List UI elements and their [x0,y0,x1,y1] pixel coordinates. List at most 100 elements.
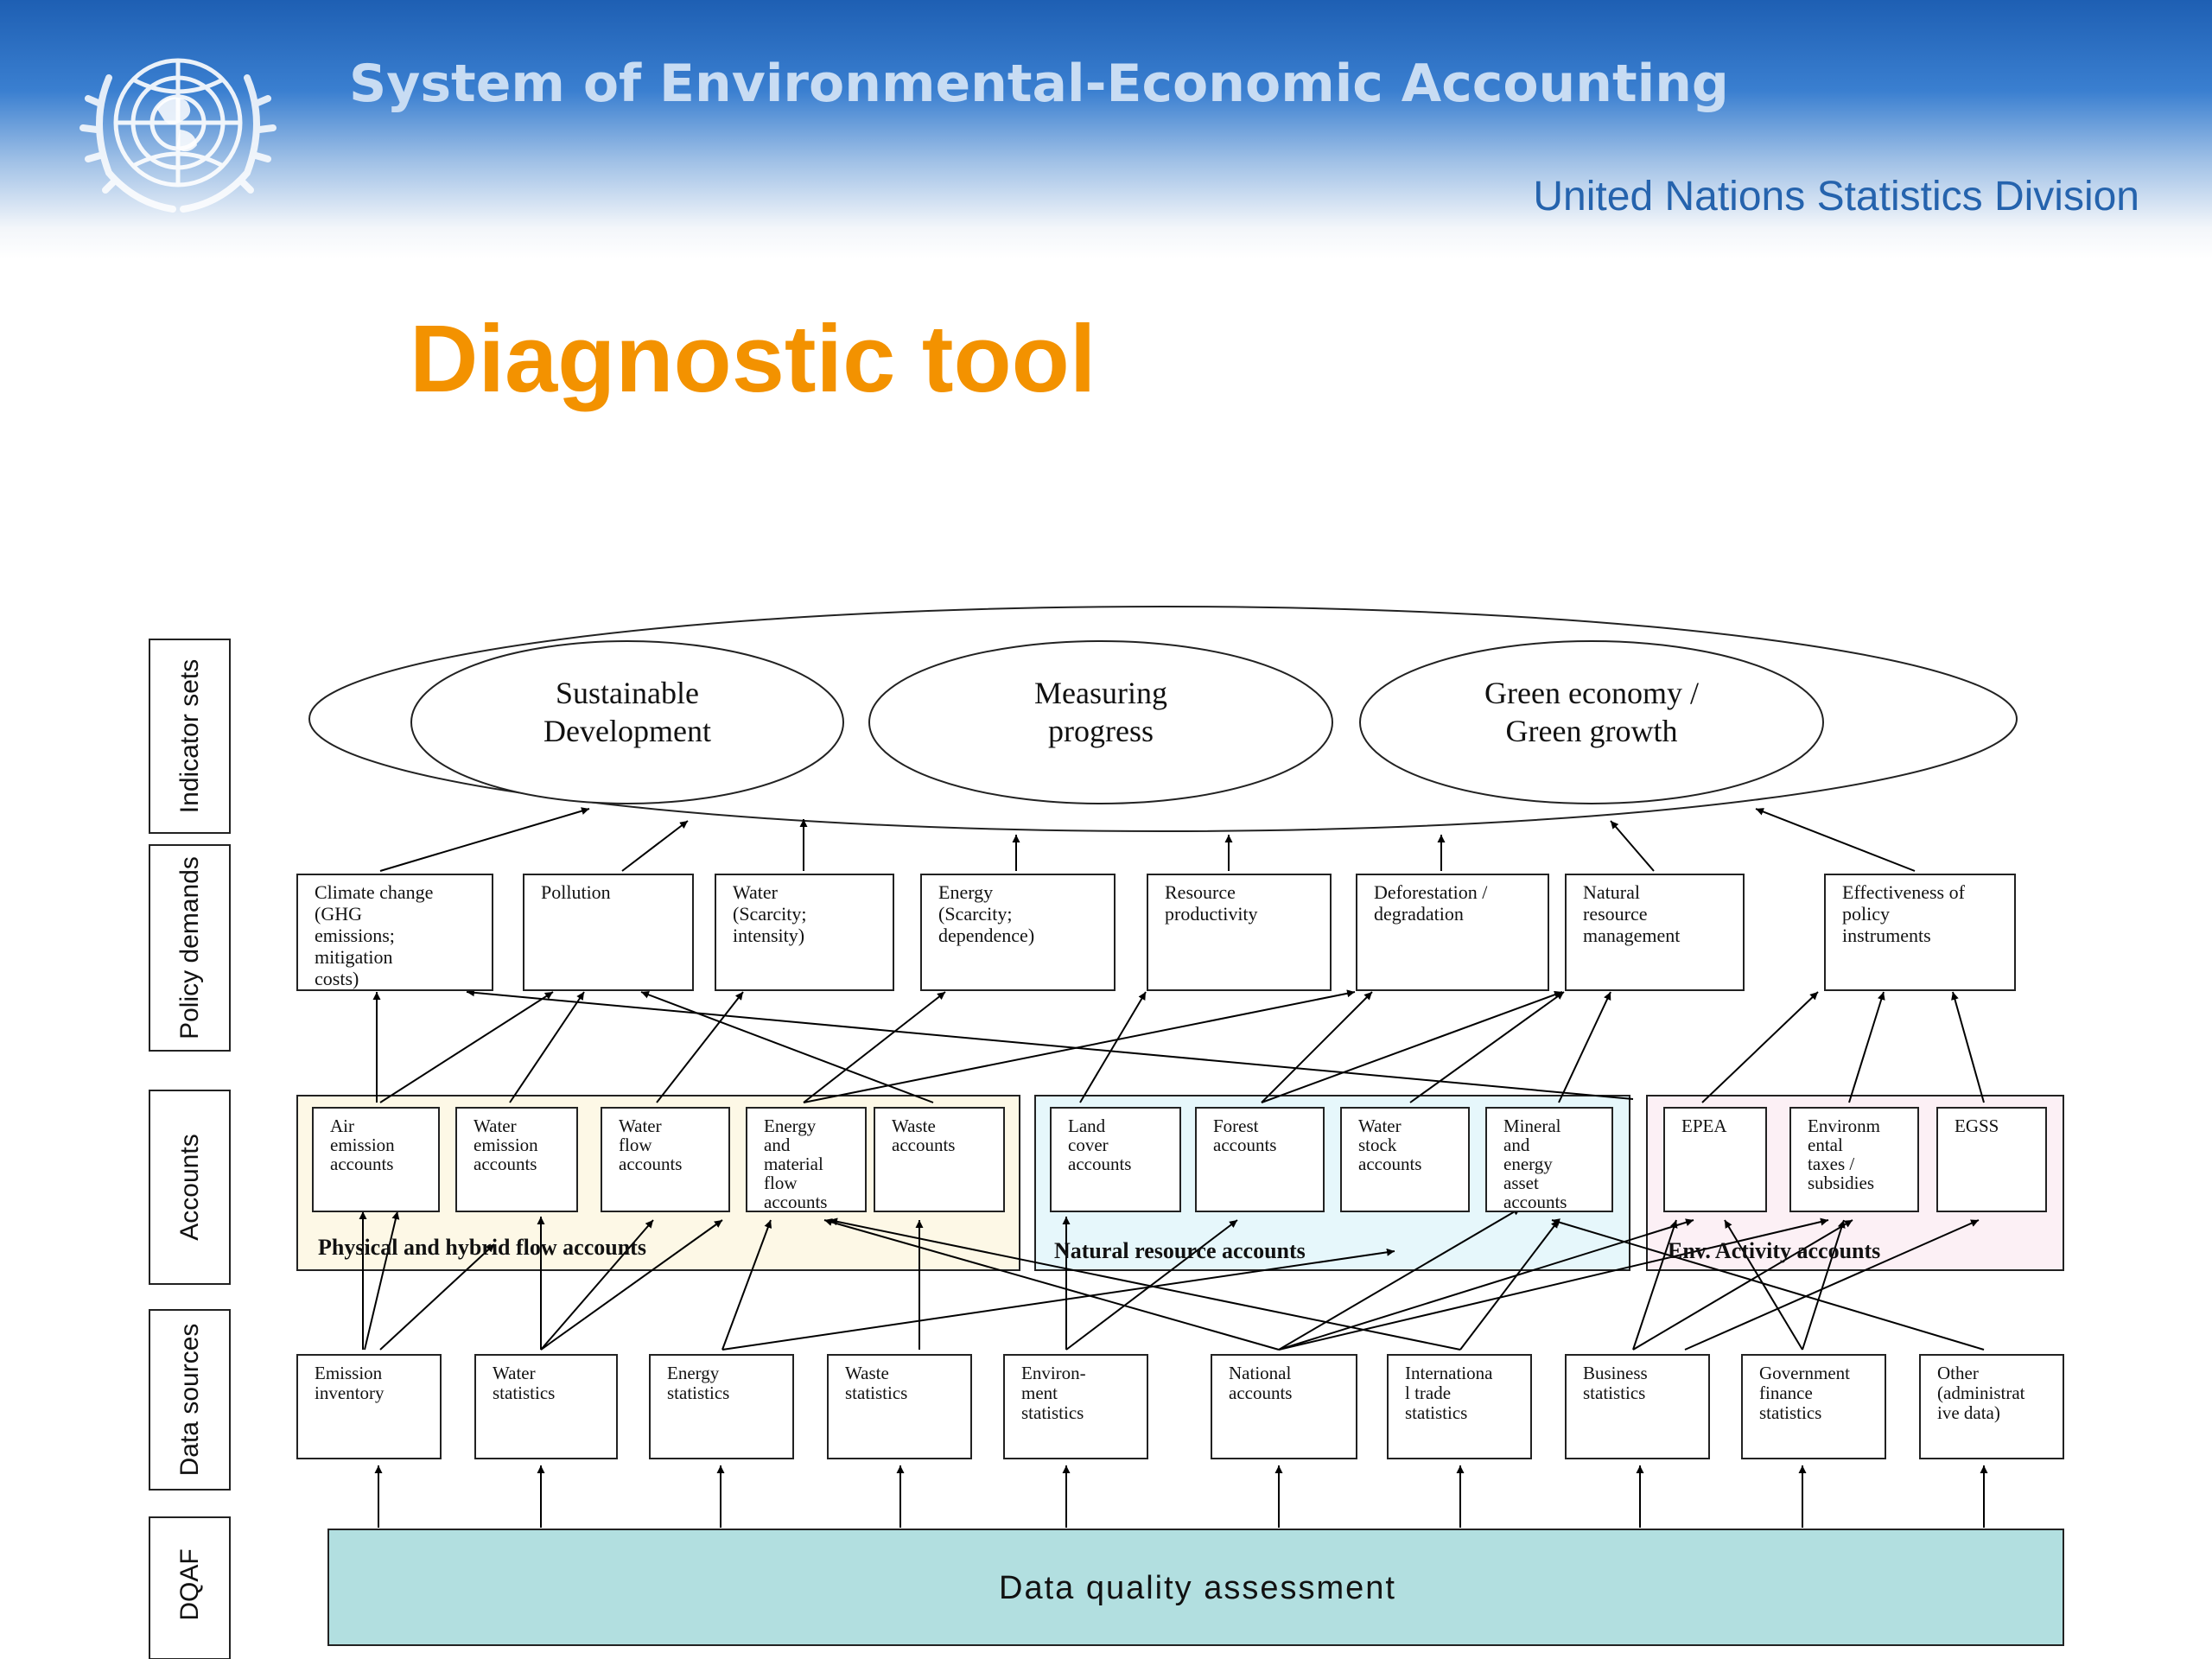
connector-arrow [379,807,590,872]
box-text-line: and [1503,1135,1530,1155]
connector-arrow [1632,1219,1678,1351]
box-text-line: (GHG [315,903,362,925]
box-text-line: statistics [493,1382,555,1403]
connector-arrow [1261,991,1373,1103]
header-banner: System of Environmental-Economic Account… [0,0,2212,259]
data-source-box-frame [474,1354,618,1459]
connector-arrow [1848,991,1885,1103]
policy-demand-box-frame [920,874,1116,991]
connector-arrow [829,1217,1461,1351]
connector-arrow [1079,991,1147,1103]
box-text-line: flow [764,1173,798,1193]
un-emblem-icon [79,58,276,213]
connector-arrows [359,807,1988,1528]
policy-demand-box-frame [296,874,493,991]
box-text-line: Deforestation / [1374,881,1488,903]
account-box-frame [1195,1107,1325,1212]
box-text-line: policy [1842,903,1890,925]
box-text-line: flow [619,1135,652,1155]
box-text-line: statistics [1759,1402,1821,1423]
connector-arrow [1684,1219,1980,1351]
account-group-label: Physical and hybrid flow accounts [318,1235,646,1260]
box-text-line: Business [1583,1363,1648,1383]
account-box-frame [1050,1107,1181,1212]
box-text-line: costs) [315,968,359,989]
policy-demand-box-frame [1824,874,2016,991]
connector-arrow [540,1219,654,1351]
account-box: EPEA [1663,1107,1767,1212]
policy-demand-box: Deforestation /degradation [1356,874,1549,991]
account-box-frame [1936,1107,2047,1212]
box-text-line: subsidies [1808,1173,1874,1193]
indicator-ellipse [1359,640,1824,804]
box-text-line: accounts [330,1154,393,1174]
box-text-line: accounts [892,1135,955,1155]
box-text-line: emission [330,1135,395,1155]
connector-arrow [1951,991,1985,1103]
box-text-line: accounts [474,1154,537,1174]
layer-label-dqaf: DQAF [175,1548,204,1620]
policy-demand-box-frame [523,874,694,991]
policy-demand-box: Energy(Scarcity;dependence) [920,874,1116,991]
connector-arrow [1551,1218,1985,1351]
box-text-line: Water [493,1363,536,1383]
box-text-line: Waste [845,1363,889,1383]
connector-arrow [1724,1219,1803,1351]
box-text-line: EGSS [1955,1116,1999,1136]
box-text-line: Climate change [315,881,433,903]
connector-arrow [1278,1207,1522,1351]
connector-arrow [1632,1219,1853,1351]
data-source-box-frame [296,1354,442,1459]
connector-arrow [540,1219,723,1351]
connector-arrow [466,988,1634,1100]
connector-arrow [1261,990,1563,1103]
layer-labels: Indicator sets Policy demands Accounts D… [149,639,231,1659]
connector-arrow [640,990,934,1103]
layer-box-dqaf [149,1516,231,1659]
box-text-line: Forest [1213,1116,1259,1136]
box-text-line: Energy [938,881,993,903]
data-source-box-frame [649,1354,794,1459]
box-text-line: Energy [667,1363,720,1383]
data-source-box-frame [1919,1354,2064,1459]
connector-arrow [1755,808,1916,872]
header-title: System of Environmental-Economic Account… [349,54,1729,114]
connector-arrow [1701,991,1819,1103]
box-text-line: statistics [1583,1382,1645,1403]
indicator-line: Development [543,714,711,748]
account-box-frame [455,1107,578,1212]
indicator-ellipse [410,640,844,804]
layer-box-indicator-sets [149,639,231,834]
box-text-line: statistics [845,1382,907,1403]
data-source-box-frame [1211,1354,1357,1459]
box-text-line: accounts [1229,1382,1292,1403]
box-text-line: cover [1068,1135,1109,1155]
box-text-line: Environm [1808,1116,1880,1136]
box-text-line: Water [474,1116,517,1136]
indicator-line: Green economy / [1484,676,1699,710]
policy-demand-box-frame [1147,874,1332,991]
diagram-boxes: Climate change(GHGemissions;mitigationco… [296,874,2064,1459]
connector-arrow [803,991,946,1103]
data-quality-assessment-label: Data quality assessment [999,1570,1396,1606]
layer-box-policy-demands [149,844,231,1052]
policy-demand-box: Climate change(GHGemissions;mitigationco… [296,874,493,991]
indicator-set-measuring-progress: Measuring progress [868,640,1333,804]
box-text-line: accounts [764,1192,827,1212]
connector-arrow [721,1248,1395,1351]
box-text-line: stock [1358,1135,1397,1155]
policy-demand-box-frame [1356,874,1549,991]
box-text-line: material [764,1154,823,1174]
connector-arrow [803,989,1356,1103]
indicator-set-green-economy: Green economy / Green growth [1359,640,1824,804]
